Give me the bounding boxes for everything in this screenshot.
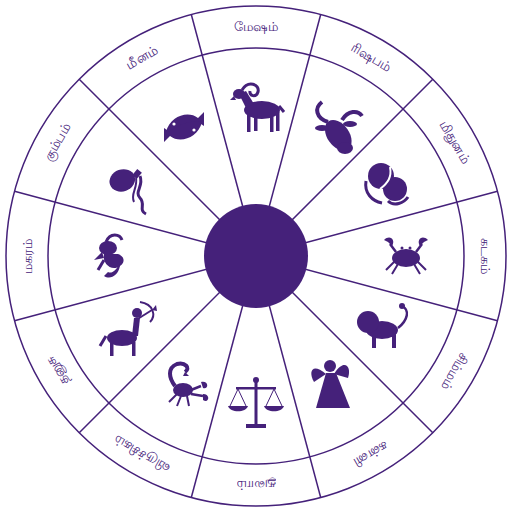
bull-icon (343, 121, 357, 127)
wheel-outline (191, 15, 320, 498)
scorpion-icon (169, 364, 208, 406)
wheel-outline (15, 191, 498, 320)
scales-icon (246, 424, 266, 428)
bull-icon (337, 142, 353, 154)
ram-icon (242, 84, 258, 96)
scorpion-icon (183, 372, 189, 376)
ram-icon (230, 84, 284, 132)
scales-icon (230, 389, 282, 406)
archer-icon (110, 342, 114, 356)
ram-icon (276, 112, 280, 131)
wheel-outline (6, 6, 506, 506)
sign-name: மிதுனம் (436, 117, 473, 166)
ram-icon (247, 114, 251, 132)
crab-icon (409, 247, 412, 250)
bull-icon (315, 102, 362, 156)
sign-name: தனுசு (43, 353, 72, 388)
scorpion-icon (201, 382, 208, 401)
wheel-outline (15, 191, 498, 320)
wheel-outline (191, 15, 320, 498)
maiden-icon (316, 373, 350, 408)
wheel-outline (6, 6, 506, 506)
archer-icon (132, 342, 136, 356)
lion-icon (372, 334, 376, 348)
archer-icon (152, 305, 157, 311)
maiden-icon (311, 369, 326, 382)
fishes-icon (164, 112, 204, 142)
archer-icon (136, 310, 152, 320)
fishes-icon (172, 122, 175, 125)
wheel-outline (79, 79, 433, 433)
twins-icon (366, 181, 382, 203)
ram-icon (279, 106, 284, 112)
sign-name: மகரம் (19, 239, 35, 274)
sign-name: துலாம் (237, 477, 276, 493)
lion-icon (392, 334, 396, 348)
sign-name: மீனம் (123, 42, 160, 73)
bull-icon (317, 102, 328, 122)
scales-icon (264, 406, 284, 411)
lion-icon (357, 311, 379, 333)
sea-goat-icon (94, 252, 104, 260)
sea-goat-icon (104, 254, 124, 268)
scales-icon (253, 377, 259, 383)
bull-icon (315, 125, 329, 131)
sign-name: மேஷம் (234, 19, 278, 35)
water-pot-icon (133, 178, 136, 202)
sea-goat-icon (104, 266, 120, 278)
twins-icon (383, 177, 407, 201)
sign-name: ரிஷபம் (347, 40, 393, 76)
crab-icon (384, 238, 428, 274)
archer-icon (132, 318, 140, 336)
sign-name: கடகம் (477, 238, 493, 274)
scorpion-icon (191, 386, 203, 396)
sea-goat-icon (106, 235, 122, 242)
archer-icon (100, 336, 106, 346)
crab-icon (419, 238, 428, 246)
twins-icon (388, 197, 408, 204)
ram-icon (230, 96, 236, 100)
scorpion-icon (169, 394, 189, 406)
ram-icon (270, 114, 274, 132)
water-pot-icon (106, 166, 146, 214)
maiden-icon (311, 360, 350, 408)
archer-icon (100, 302, 157, 356)
water-pot-icon (138, 176, 146, 214)
lion-icon (398, 306, 407, 328)
crab-icon (390, 244, 422, 252)
crab-icon (401, 247, 404, 250)
twins-icon (380, 167, 391, 189)
lion-icon (399, 303, 405, 309)
center-disc (204, 204, 308, 308)
sign-name: கன்னி (350, 438, 390, 470)
crab-icon (386, 262, 426, 274)
sea-goat-icon (94, 235, 124, 278)
fishes-icon (164, 121, 202, 142)
wheel-outline (79, 79, 433, 433)
sea-goat-icon (98, 260, 104, 270)
bull-icon (342, 112, 362, 120)
archer-icon (140, 302, 153, 322)
scales-icon (228, 377, 284, 428)
scales-icon (236, 387, 276, 390)
maiden-icon (334, 365, 349, 378)
wheel-outline (48, 48, 464, 464)
crab-icon (384, 238, 393, 246)
ram-icon (254, 114, 258, 131)
twins-icon (366, 163, 408, 204)
sign-name: விருச்சிகம் (111, 432, 173, 477)
scales-icon (228, 406, 248, 411)
lion-icon (357, 303, 407, 348)
fishes-icon (192, 128, 195, 131)
sign-name: சிம்மம் (437, 349, 471, 392)
sign-name: கும்பம் (40, 120, 74, 164)
maiden-icon (324, 360, 336, 372)
